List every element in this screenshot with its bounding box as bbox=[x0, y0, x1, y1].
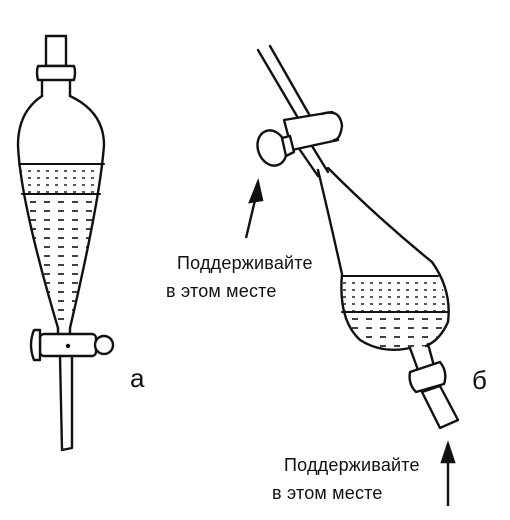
funnel-b-upper-layer bbox=[341, 276, 446, 312]
label-b: б bbox=[472, 365, 487, 395]
funnel-a-upper-layer bbox=[20, 164, 103, 194]
caption-top-line1: Поддерживайте bbox=[177, 253, 313, 273]
arrow-up-top bbox=[244, 177, 264, 239]
label-a: а bbox=[130, 363, 145, 393]
funnel-b-stopper bbox=[420, 384, 460, 430]
funnel-b bbox=[256, 44, 460, 430]
caption-bottom-line2: в этом месте bbox=[272, 483, 383, 503]
funnel-a-neck-ring bbox=[35, 64, 77, 82]
funnel-b-ring bbox=[408, 360, 447, 394]
funnel-a-lower-layer bbox=[23, 198, 99, 326]
funnel-b-stopcock bbox=[256, 110, 344, 167]
funnel-a bbox=[16, 34, 115, 452]
caption-top-line2: в этом месте bbox=[166, 281, 277, 301]
caption-bottom-line1: Поддерживайте bbox=[284, 455, 420, 475]
arrow-up-bottom bbox=[440, 440, 456, 506]
funnel-b-lower-layer bbox=[344, 318, 446, 350]
funnel-a-stopper bbox=[44, 34, 68, 68]
funnel-a-stem bbox=[56, 326, 74, 452]
funnel-a-stopcock-handle bbox=[93, 334, 115, 356]
funnel-b-upper-tube bbox=[256, 44, 312, 120]
